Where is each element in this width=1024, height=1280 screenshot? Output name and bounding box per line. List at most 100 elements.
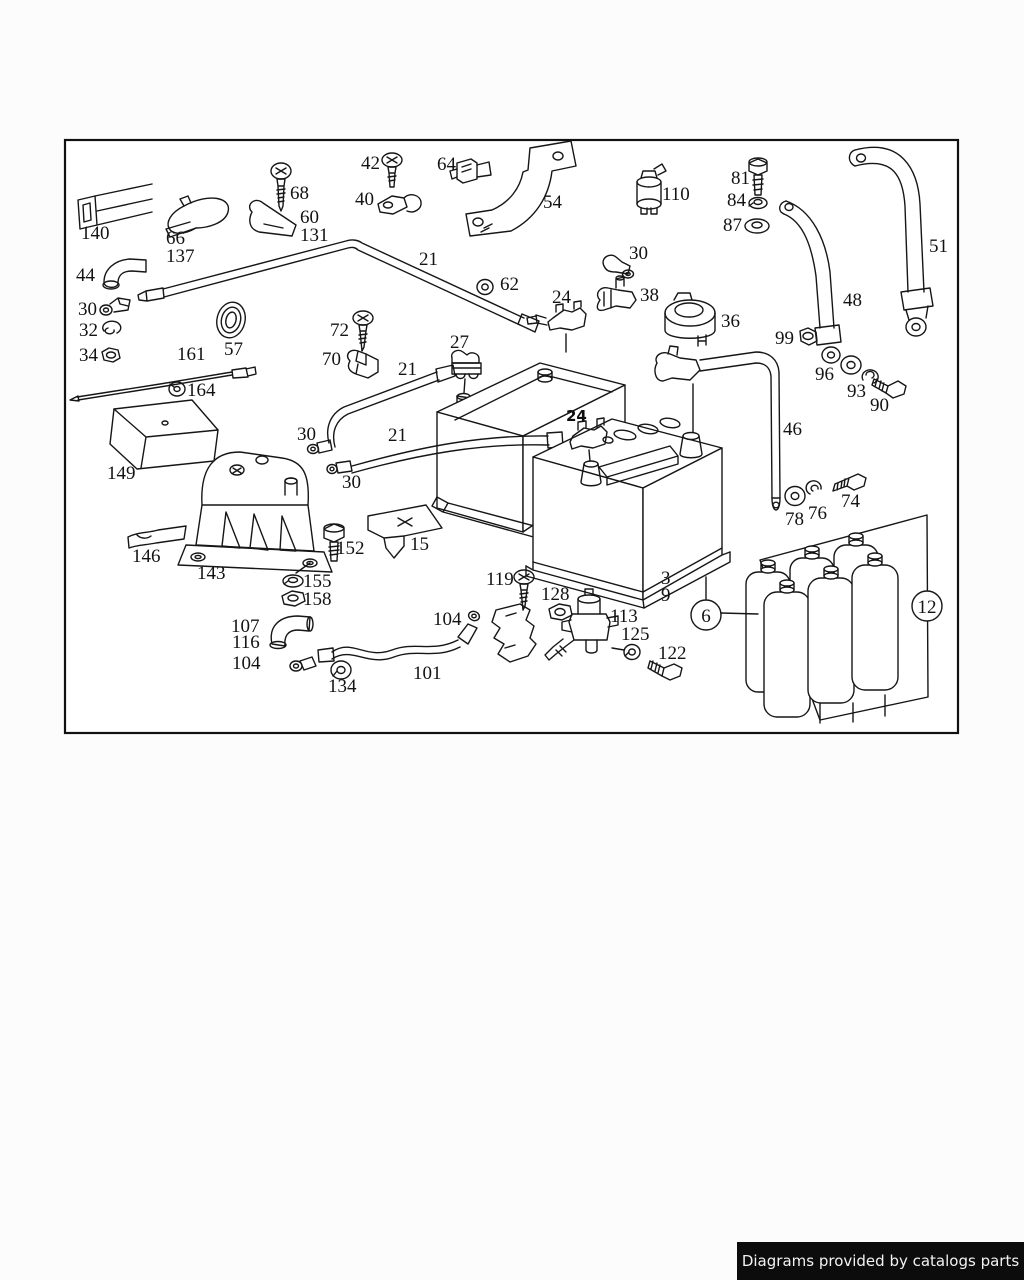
label-158: 158 [303, 589, 332, 610]
label-96: 96 [815, 364, 834, 385]
label-54: 54 [543, 192, 563, 213]
part-bolt-152 [295, 523, 345, 574]
label-70: 70 [322, 349, 341, 370]
part-cover-149 [109, 399, 219, 470]
label-30-c: 30 [297, 424, 316, 445]
part-screw-68 [270, 162, 292, 212]
label-68: 68 [290, 183, 309, 204]
part-bracket-146 [127, 525, 187, 549]
label-9: 9 [661, 585, 671, 606]
label-44: 44 [76, 265, 96, 286]
part-relay-143 [177, 451, 333, 573]
part-nut-34 [101, 347, 121, 363]
part-washer-87 [744, 218, 770, 234]
label-119: 119 [486, 569, 514, 590]
part-lock-washer-76 [805, 480, 822, 495]
part-ground-strap-51 [848, 146, 934, 337]
callout-12 [911, 590, 943, 622]
part-elbow-44 [102, 258, 147, 290]
label-72: 72 [330, 320, 349, 341]
label-122: 122 [658, 643, 687, 664]
part-bolt-74 [832, 473, 867, 492]
part-bracket-small [491, 603, 537, 663]
part-grommet-164 [168, 381, 186, 397]
label-36: 36 [721, 311, 740, 332]
part-valve-113 [544, 588, 619, 661]
part-washer-96 [840, 355, 862, 375]
label-107: 107 [231, 616, 260, 637]
attribution-bar: Diagrams provided by catalogs parts [737, 1242, 1024, 1280]
callout-6 [690, 576, 759, 631]
part-cable-101 [317, 610, 481, 663]
label-48: 48 [843, 290, 862, 311]
attribution-text: Diagrams provided by catalogs parts [741, 1252, 1020, 1270]
part-lug-104-left [289, 656, 317, 672]
label-46: 46 [783, 419, 802, 440]
part-screw-42 [381, 152, 403, 188]
label-128: 128 [541, 584, 570, 605]
label-60: 60 [300, 207, 319, 228]
part-lug-30-topleft [99, 297, 131, 316]
label-113: 113 [610, 606, 638, 627]
label-42: 42 [361, 153, 380, 174]
part-elbow-107 [269, 615, 314, 650]
part-terminal-24-upper [526, 300, 587, 353]
label-15: 15 [410, 534, 429, 555]
label-30-mid: 30 [629, 243, 648, 264]
label-149: 149 [107, 463, 136, 484]
part-connector-64 [449, 158, 492, 184]
label-51: 51 [929, 236, 948, 257]
label-137: 137 [166, 246, 195, 267]
part-strap-46 [654, 345, 781, 511]
label-161: 161 [177, 344, 206, 365]
label-66: 66 [166, 228, 185, 249]
part-battery-cell-group-12 [745, 514, 929, 724]
cell-cap [760, 532, 864, 574]
label-84: 84 [727, 190, 747, 211]
part-screw-72 [352, 310, 374, 352]
label-140: 140 [81, 223, 110, 244]
label-21-low: 21 [388, 425, 407, 446]
part-clip-70 [346, 349, 379, 379]
part-screw-119 [513, 569, 535, 611]
label-125: 125 [621, 624, 650, 645]
label-32: 32 [79, 320, 98, 341]
label-104-left: 104 [232, 653, 261, 674]
part-battery-3 [525, 417, 731, 609]
part-cable-tie-66 [165, 195, 230, 238]
label-40: 40 [355, 189, 374, 210]
part-bolt-122 [647, 660, 683, 681]
part-grommet-62 [476, 278, 494, 296]
part-washer-125 [611, 643, 641, 661]
part-cable-21-mid [306, 364, 456, 455]
part-washer-155 [282, 574, 304, 588]
part-grommet-57 [216, 301, 246, 339]
label-76: 76 [808, 503, 827, 524]
part-lug-30-mid [602, 254, 635, 279]
label-38: 38 [640, 285, 659, 306]
label-27: 27 [450, 332, 469, 353]
part-ring-32 [102, 320, 122, 335]
part-clamp-40 [377, 194, 422, 215]
label-146: 146 [132, 546, 161, 567]
part-collar-36 [664, 292, 716, 347]
part-grommet-sleeve-110 [636, 163, 667, 215]
label-78: 78 [785, 509, 804, 530]
label-99: 99 [775, 328, 794, 349]
part-clamp-60 [248, 199, 297, 237]
label-3: 3 [661, 568, 671, 589]
label-30-a: 30 [78, 299, 97, 320]
part-terminal-24-battery [569, 417, 608, 462]
part-bolt-90 [871, 378, 907, 399]
cell-cap [779, 552, 883, 594]
label-24-bold: 24 [566, 407, 587, 425]
label-81: 81 [731, 168, 750, 189]
callout-12-number: 12 [918, 597, 937, 618]
part-cable-161 [69, 366, 257, 402]
part-clamp-plate-15 [367, 504, 443, 559]
label-131: 131 [300, 225, 329, 246]
label-93: 93 [847, 381, 866, 402]
label-134: 134 [328, 676, 357, 697]
label-101: 101 [413, 663, 442, 684]
